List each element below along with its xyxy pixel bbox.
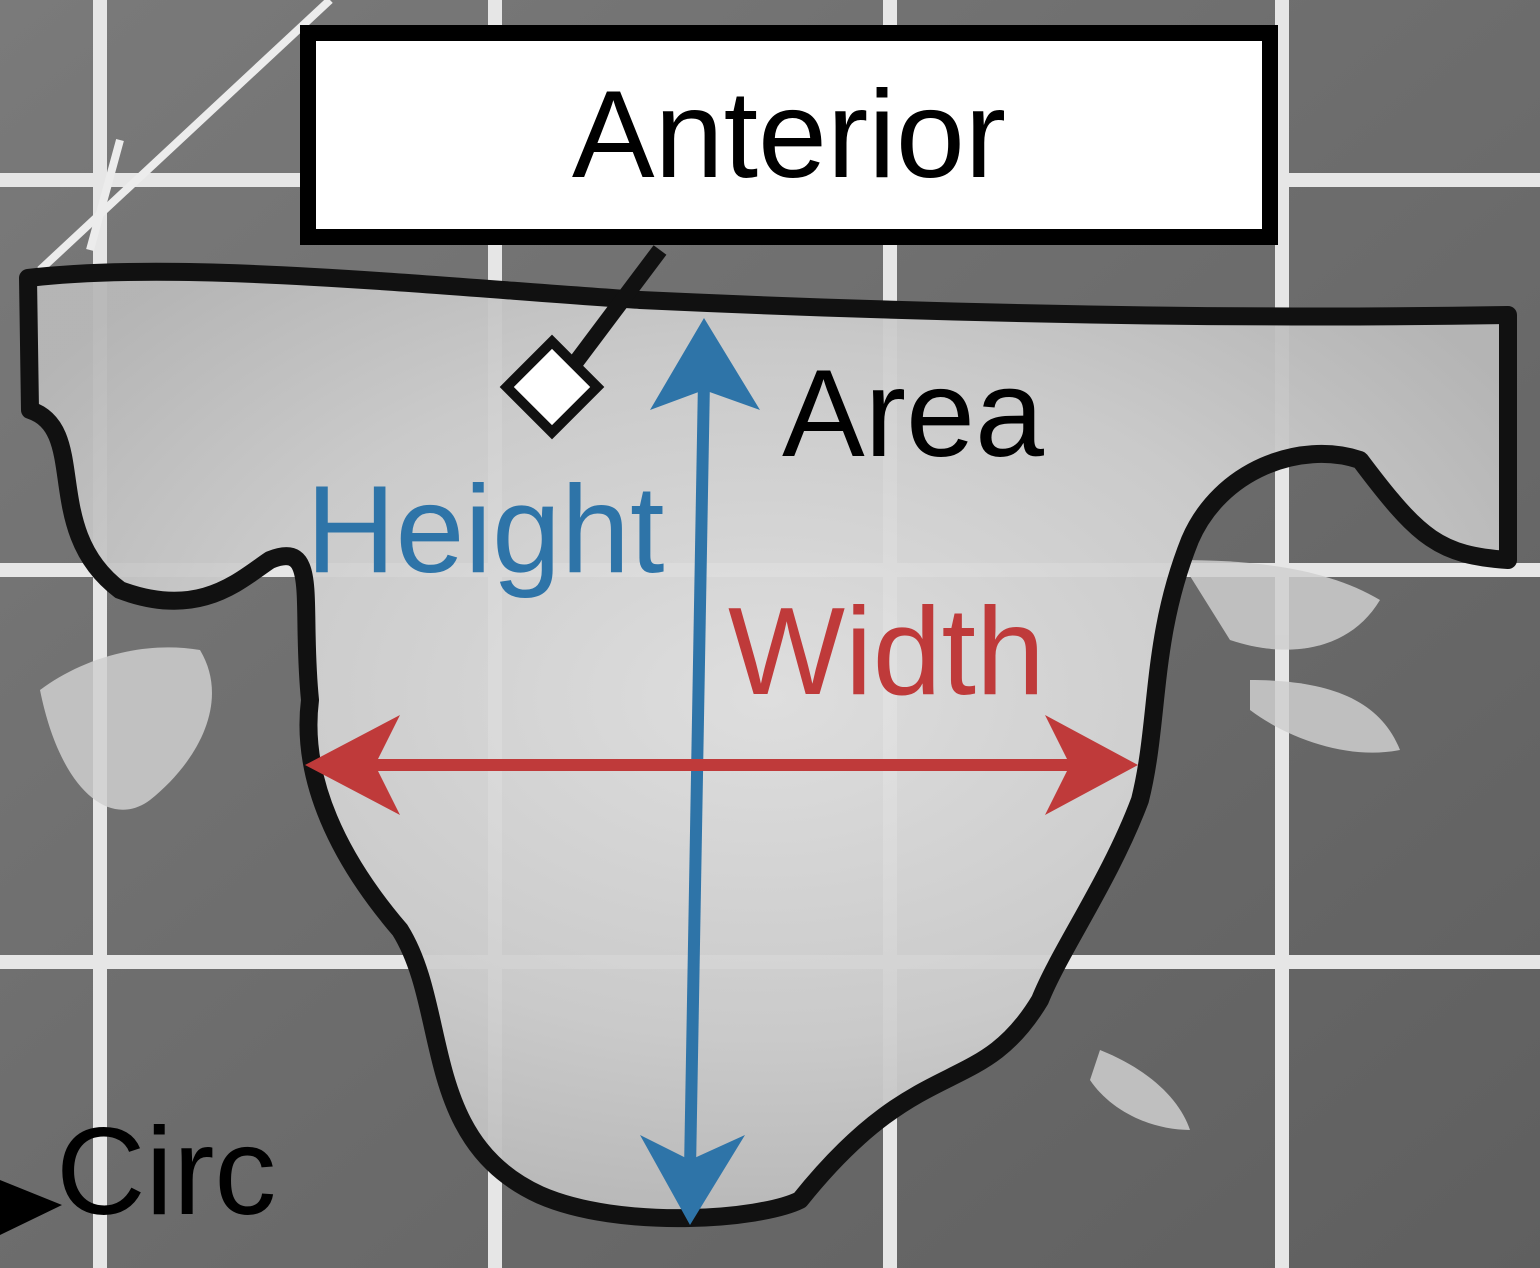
- tile-diagonals: [37, 0, 333, 273]
- height-arrow: [640, 318, 760, 1225]
- width-arrow: [305, 715, 1138, 815]
- area-label: Area: [782, 345, 1044, 483]
- circ-label: Circ: [56, 1103, 277, 1241]
- chordae-strands: [40, 560, 1400, 1130]
- width-label: Width: [728, 583, 1045, 721]
- leaflet-tissue: [28, 271, 1508, 1219]
- leaflet-outline: [19, 262, 1517, 1228]
- anterior-label-box: Anterior: [300, 25, 1278, 245]
- circ-direction-arrowhead: [0, 1180, 62, 1235]
- anterior-label: Anterior: [571, 66, 1007, 204]
- anterior-marker-diamond: [499, 334, 605, 440]
- height-label: Height: [306, 461, 665, 599]
- anterior-connector-line: [563, 245, 667, 375]
